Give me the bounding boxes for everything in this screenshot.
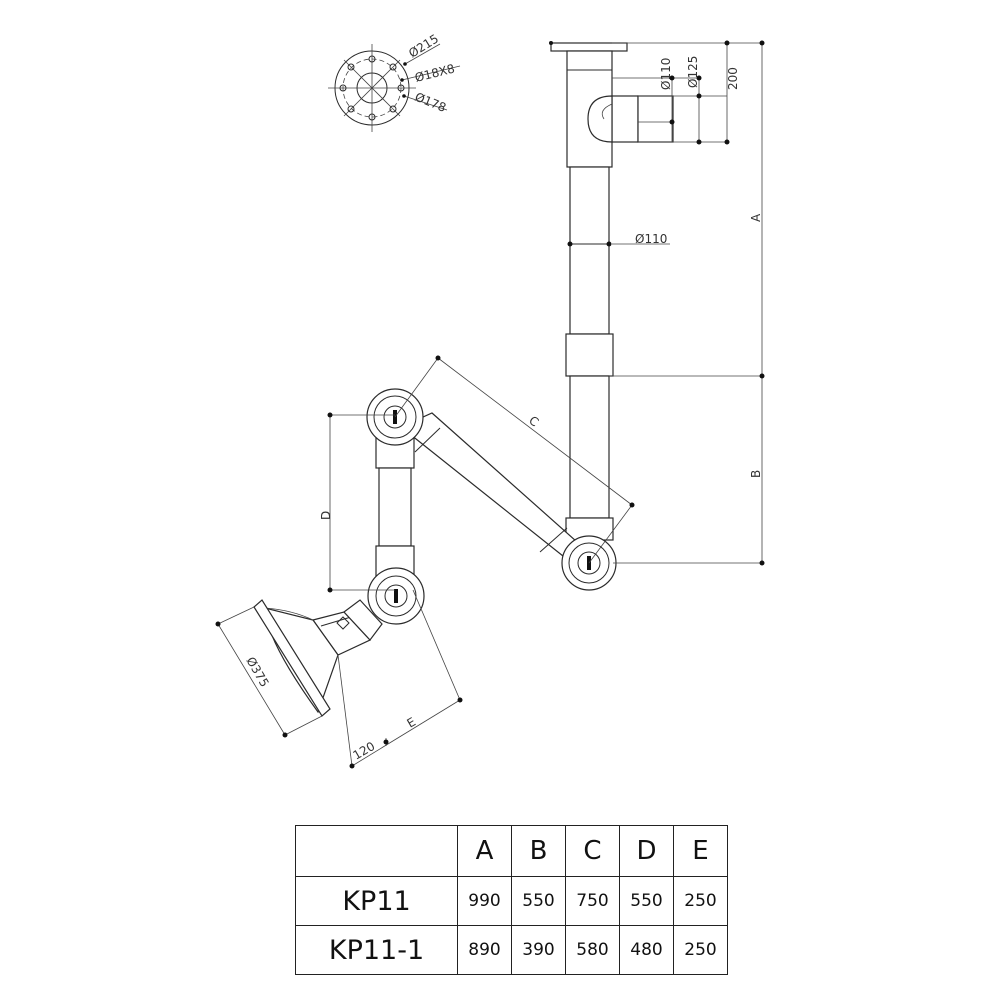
- dim-D: D: [319, 511, 333, 520]
- table-cell: 580: [565, 925, 620, 975]
- dim-dia-110-pipe: Ø110: [635, 232, 667, 246]
- table-row: KP11 990 550 750 550 250: [295, 876, 728, 926]
- table-header-row: A B C D E: [295, 825, 728, 877]
- table-header-e: E: [673, 825, 728, 877]
- table-cell: 750: [565, 876, 620, 926]
- dim-dia-125: Ø125: [686, 56, 700, 88]
- vertical-column: [565, 166, 614, 541]
- upper-arm: [399, 412, 586, 561]
- dim-B: B: [749, 470, 763, 478]
- suction-hood: [253, 599, 383, 717]
- ceiling-mount: [550, 42, 674, 168]
- table-row: KP11-1 890 390 580 480 250: [295, 925, 728, 975]
- table-cell: 990: [457, 876, 512, 926]
- table-header-d: D: [619, 825, 674, 877]
- table-cell: 550: [511, 876, 566, 926]
- table-cell: 550: [619, 876, 674, 926]
- flange-top-view: Ø215 Ø18X8 Ø178: [328, 32, 461, 132]
- dim-hood-dia: Ø375: [243, 655, 271, 690]
- table-header-a: A: [457, 825, 512, 877]
- flange-holes-label: Ø18X8: [413, 62, 456, 85]
- table-cell: 480: [619, 925, 674, 975]
- dimension-dots: [215, 40, 765, 769]
- table-cell: 390: [511, 925, 566, 975]
- table-header-blank: [295, 825, 458, 877]
- flange-pcd-label: Ø178: [413, 90, 448, 115]
- flange-outer-dia-label: Ø215: [406, 32, 441, 61]
- wrist-joint: [367, 567, 425, 625]
- dim-E: E: [405, 715, 419, 731]
- table-header-b: B: [511, 825, 566, 877]
- table-cell-model: KP11-1: [295, 925, 458, 975]
- forearm: [375, 427, 415, 577]
- table-header-c: C: [565, 825, 620, 877]
- dim-A: A: [749, 213, 763, 222]
- spec-table: A B C D E KP11 990 550 750 550 250 KP11-…: [295, 825, 728, 975]
- dim-dia-110-top: Ø110: [659, 58, 673, 90]
- table-cell: 250: [673, 876, 728, 926]
- table-cell-model: KP11: [295, 876, 458, 926]
- dimension-lines: [217, 42, 763, 767]
- dim-height-200: 200: [726, 67, 740, 90]
- table-cell: 890: [457, 925, 512, 975]
- table-cell: 250: [673, 925, 728, 975]
